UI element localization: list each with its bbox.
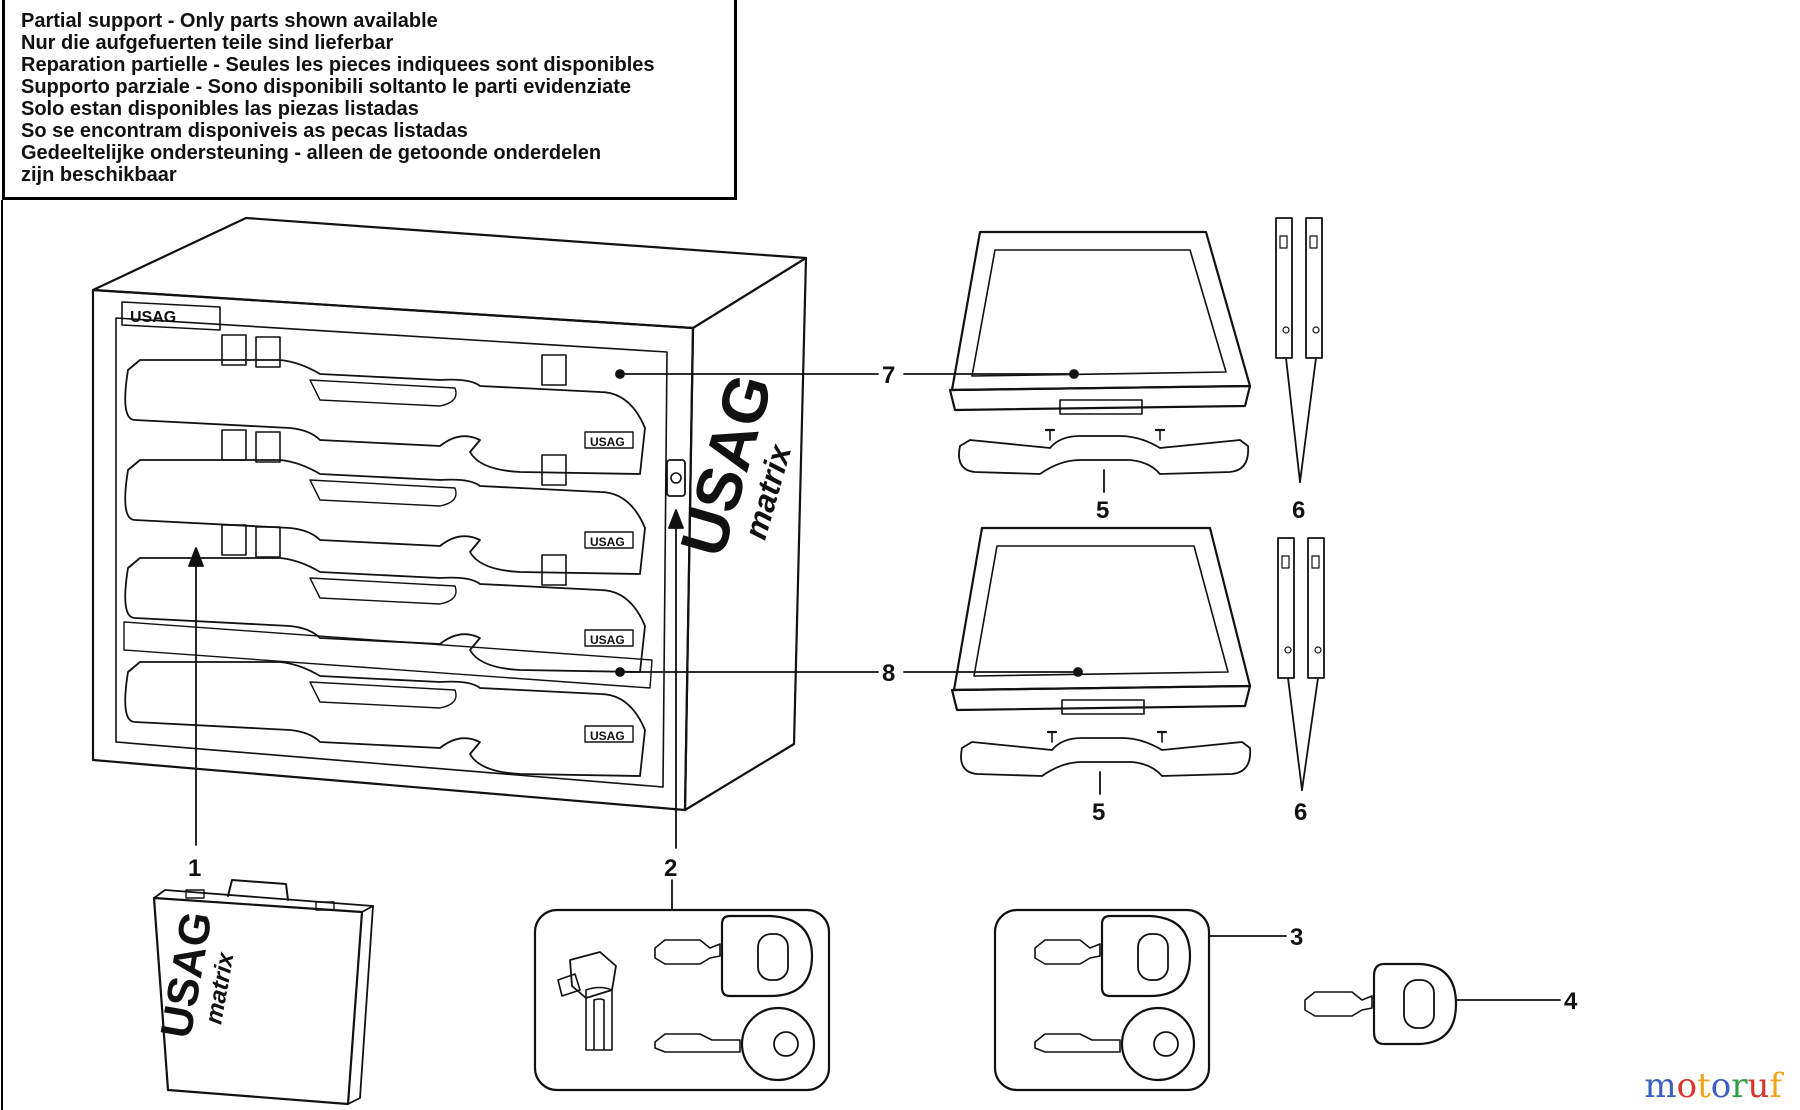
notice-line: zijn beschikbaar xyxy=(21,164,177,186)
lock-kit-2 xyxy=(533,908,831,1092)
drawer-tray-7 xyxy=(948,230,1252,475)
handle-brand-logo: USAG xyxy=(590,435,625,449)
drawer-cabinet: USAG USAG matrix USAG USAG xyxy=(91,216,808,812)
drawer-front-row-1: USAG xyxy=(124,359,646,475)
watermark-letter: o xyxy=(1676,1066,1698,1106)
key-head-icon xyxy=(720,914,814,998)
callout-1: 1 xyxy=(188,855,201,882)
callout-6-upper: 6 xyxy=(1292,497,1305,524)
notice-line: So se encontram disponiveis as pecas lis… xyxy=(21,120,468,142)
drawer-front-row-2: USAG xyxy=(124,459,646,575)
notice-line: Gedeeltelijke ondersteuning - alleen de … xyxy=(21,142,602,164)
drawer-tray-8 xyxy=(950,526,1252,777)
watermark-letter: r xyxy=(1731,1066,1748,1106)
callout-6-lower: 6 xyxy=(1294,799,1307,826)
watermark-logo: motoruf xyxy=(1644,1066,1782,1106)
callout-4: 4 xyxy=(1564,988,1578,1015)
slide-brackets xyxy=(221,334,567,586)
notice-line: Reparation partielle - Seules les pieces… xyxy=(21,54,655,76)
single-key-4 xyxy=(1304,962,1458,1046)
watermark-letter: f xyxy=(1769,1066,1782,1106)
brand-plate xyxy=(121,301,221,331)
callout-3: 3 xyxy=(1290,924,1303,951)
callout-2: 2 xyxy=(664,855,677,882)
handle-brand-logo: USAG xyxy=(590,729,625,743)
watermark-letter: o xyxy=(1710,1066,1732,1106)
carry-case-1: USAG matrix xyxy=(152,879,374,1106)
slide-rails-lower xyxy=(1277,537,1325,679)
callout-7: 7 xyxy=(882,362,895,389)
brand-logo-small: USAG xyxy=(130,309,176,326)
drawer-handle-5-lower xyxy=(960,737,1252,777)
callout-8: 8 xyxy=(882,660,895,687)
watermark-letter: u xyxy=(1747,1066,1770,1106)
frame-border-left xyxy=(1,200,3,1110)
drawer-front-row-3: USAG xyxy=(124,557,646,673)
parts-notice-box: Partial support - Only parts shown avail… xyxy=(2,0,737,200)
side-brand-logo: USAG matrix xyxy=(666,366,798,564)
drawer-front-row-4: USAG xyxy=(123,621,653,777)
handle-brand-logo: USAG xyxy=(590,633,625,647)
key-head-icon xyxy=(1100,914,1192,998)
notice-line: Solo estan disponibles las piezas listad… xyxy=(21,98,419,120)
leader-lines xyxy=(188,357,1561,1001)
round-key-head-icon xyxy=(740,1006,816,1082)
key-set-3 xyxy=(993,908,1211,1092)
cabinet-lock-icon xyxy=(666,459,686,497)
watermark-letter: m xyxy=(1644,1066,1677,1106)
watermark-letter: t xyxy=(1697,1066,1711,1106)
notice-line: Nur die aufgefuerten teile sind lieferba… xyxy=(21,32,394,54)
handle-brand-logo: USAG xyxy=(590,535,625,549)
notice-line: Partial support - Only parts shown avail… xyxy=(21,10,438,32)
callout-5-lower: 5 xyxy=(1092,799,1105,826)
lock-clip-icon xyxy=(585,986,613,1051)
drawer-handle-5-upper xyxy=(958,435,1250,475)
slide-rails-upper xyxy=(1275,217,1323,359)
notice-line: Supporto parziale - Sono disponibili sol… xyxy=(21,76,632,98)
round-key-head-icon xyxy=(1120,1006,1196,1082)
callout-5-upper: 5 xyxy=(1096,497,1109,524)
